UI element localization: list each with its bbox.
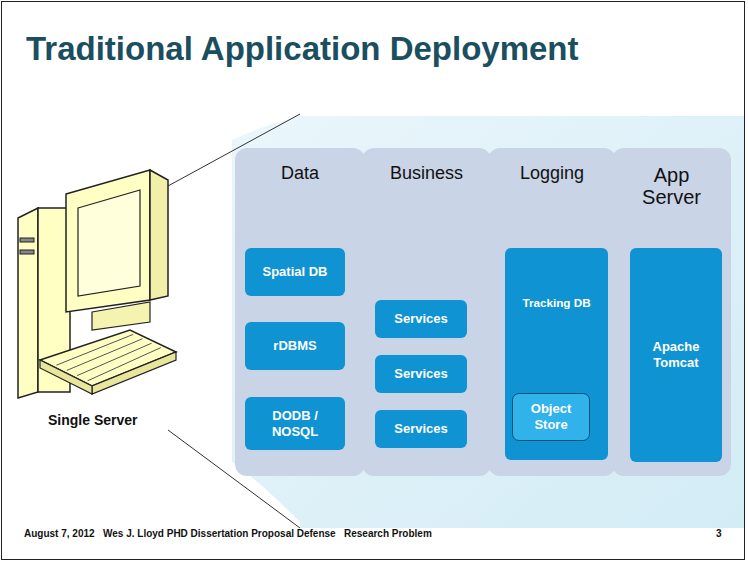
box-label: Tracking DB [505,248,608,310]
slide-number: 3 [716,528,722,539]
component-box: Apache Tomcat [630,248,722,462]
box-label: Spatial DB [262,264,327,280]
tier-heading: Business [362,164,491,184]
component-box: Spatial DB [245,248,345,296]
box-label: rDBMS [273,338,316,354]
footer-section: Research Problem [344,528,432,539]
service-box: Services [375,355,467,393]
slide-title: Traditional Application Deployment [26,30,579,68]
service-box: Services [375,300,467,338]
component-box: rDBMS [245,322,345,370]
tier-band: DataSpatial DB rDBMS DODB / NOSQL [235,148,365,476]
store-box: Object Store [512,393,590,441]
tier-band: LoggingTracking DB Object Store [488,148,616,476]
box-label: DODB / NOSQL [251,408,339,439]
component-box: Tracking DB Object Store [505,248,608,460]
component-box: DODB / NOSQL [245,397,345,450]
tier-band: App ServerApache Tomcat [612,148,731,476]
box-label: Object Store [519,401,583,432]
footer-author: Wes J. Lloyd PHD Dissertation Proposal D… [103,528,336,539]
footer-date: August 7, 2012 [24,528,95,539]
tier-band: BusinessServicesServicesServices [362,148,491,476]
box-label: Apache Tomcat [636,339,716,370]
tier-heading: App Server [636,164,708,208]
tier-heading: Logging [488,164,616,184]
box-label: Services [394,311,448,327]
service-box: Services [375,410,467,448]
box-label: Services [394,421,448,437]
tier-heading: Data [235,164,365,184]
server-label: Single Server [48,412,138,428]
box-label: Services [394,366,448,382]
